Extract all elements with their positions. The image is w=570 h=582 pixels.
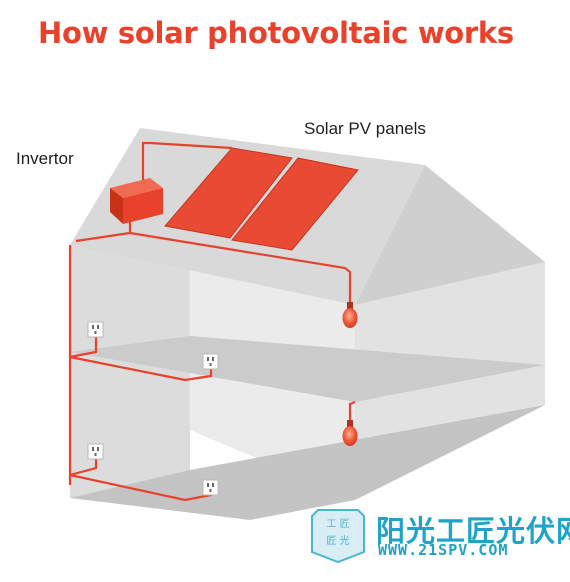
wire-ground-outlet-left	[69, 457, 98, 477]
power-outlet	[202, 479, 219, 496]
power-outlet	[87, 321, 104, 338]
pv-panels-label: Solar PV panels	[304, 119, 426, 138]
page-title: How solar photovoltaic works	[38, 16, 514, 50]
ground-floor	[70, 405, 545, 520]
inverter-box	[110, 178, 163, 224]
svg-text:工 匠: 工 匠	[326, 518, 349, 530]
svg-text:匠 光: 匠 光	[326, 534, 349, 547]
wire-bulb-lower	[348, 400, 356, 420]
roof-right-slope	[355, 165, 545, 305]
light-bulb	[342, 302, 358, 328]
power-outlet	[202, 353, 219, 370]
light-bulb	[342, 420, 358, 446]
wire-roof-to-bulb	[129, 231, 352, 302]
solar-panel	[164, 147, 293, 239]
solar-panels	[164, 147, 359, 251]
wire-panel-to-inverter	[141, 141, 233, 180]
invertor-label: Invertor	[16, 149, 74, 168]
upper-floor	[70, 336, 545, 402]
power-outlet	[87, 443, 104, 460]
watermark-seal: 工 匠 匠 光	[311, 509, 365, 564]
wiring	[68, 141, 356, 502]
wire-upper-outlet-left	[69, 337, 98, 359]
solar-panel	[231, 157, 359, 251]
watermark-url: WWW.21SPV.COM	[378, 541, 509, 559]
left-wall	[70, 245, 190, 500]
watermark-site-name: 阳光工匠光伏网	[376, 514, 570, 548]
